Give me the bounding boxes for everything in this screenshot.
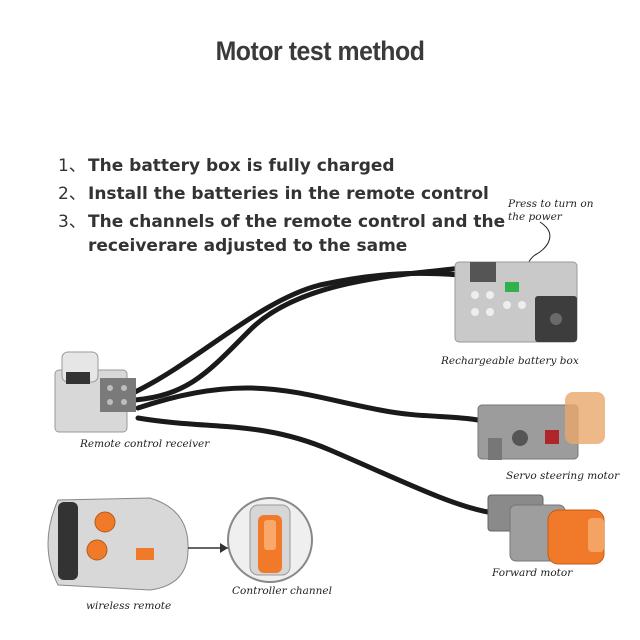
step-number: 3、 — [58, 212, 86, 232]
step-number: 1、 — [58, 156, 86, 176]
page-title: Motor test method — [215, 36, 425, 66]
step-item: 1、 The battery box is fully charged — [58, 152, 508, 180]
step-text: Install the batteries in the remote cont… — [88, 184, 489, 204]
receiver — [54, 351, 136, 433]
servo-cable — [135, 385, 481, 423]
label-servo: Servo steering motor — [506, 470, 620, 482]
power-led — [505, 282, 519, 292]
controller-channel — [227, 497, 313, 583]
steps-list: 1、 The battery box is fully charged 2、 I… — [58, 152, 508, 258]
step-item: 3、 The channels of the remote control an… — [58, 208, 508, 258]
label-press-power: Press to turn on the power — [508, 198, 594, 223]
label-battery-box: Rechargeable battery box — [441, 355, 579, 367]
label-receiver: Remote control receiver — [80, 438, 210, 450]
battery-box — [454, 261, 578, 343]
label-controller-channel: Controller channel — [232, 585, 332, 597]
wireless-remote — [47, 497, 189, 591]
receiver-to-battery-cable — [132, 270, 463, 395]
step-text: The channels of the remote control and t… — [88, 212, 506, 256]
battery-cable — [132, 265, 465, 403]
label-forward: Forward motor — [492, 567, 573, 579]
servo-motor — [477, 392, 605, 460]
step-number: 2、 — [58, 184, 86, 204]
label-wireless-remote: wireless remote — [86, 600, 172, 612]
forward-motor-cable — [135, 415, 491, 515]
forward-motor — [487, 494, 605, 565]
cables — [132, 265, 491, 515]
step-text: The battery box is fully charged — [88, 156, 395, 176]
step-item: 2、 Install the batteries in the remote c… — [58, 180, 508, 208]
